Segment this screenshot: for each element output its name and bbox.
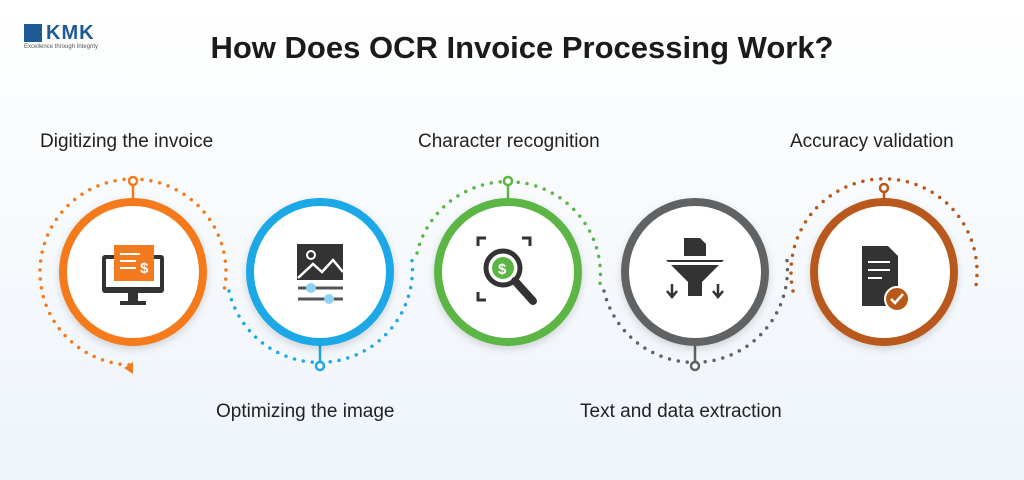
- logo-text: KMK: [46, 22, 95, 44]
- image-adjust-icon: [297, 244, 344, 304]
- green-dotted-arc: [415, 179, 603, 293]
- svg-text:$: $: [140, 260, 149, 277]
- computer-invoice-icon: $: [102, 245, 164, 305]
- dollar-scan-search-icon: $: [476, 236, 537, 305]
- svg-text:$: $: [498, 261, 507, 278]
- page-title: How Does OCR Invoice Processing Work?: [210, 30, 834, 65]
- step-label-validation: Accuracy validation: [790, 131, 954, 152]
- step-label-recognition: Character recognition: [418, 131, 600, 152]
- step-label-extraction: Text and data extraction: [580, 401, 782, 422]
- funnel-extract-icon: [666, 238, 724, 299]
- pin-icon: [689, 360, 701, 372]
- pin-icon: [502, 175, 514, 187]
- arrow-head-icon: [124, 362, 133, 374]
- blue-dotted-arc: [227, 251, 415, 365]
- logo-square-icon: [24, 24, 42, 42]
- logo: KMK Excellence through Integrity: [24, 22, 99, 50]
- logo-tagline: Excellence through Integrity: [24, 44, 99, 50]
- pin-icon: [878, 182, 890, 194]
- pin-icon: [127, 175, 139, 187]
- step-label-optimizing: Optimizing the image: [216, 401, 395, 422]
- pin-icon: [314, 360, 326, 372]
- gray-dotted-arc: [602, 251, 790, 365]
- brown-dotted-arc: [789, 177, 979, 293]
- orange-dotted-arc: [38, 177, 135, 367]
- orange-dotted-arc: [131, 177, 228, 293]
- document-check-icon: [862, 246, 910, 312]
- step-label-digitizing: Digitizing the invoice: [40, 131, 214, 152]
